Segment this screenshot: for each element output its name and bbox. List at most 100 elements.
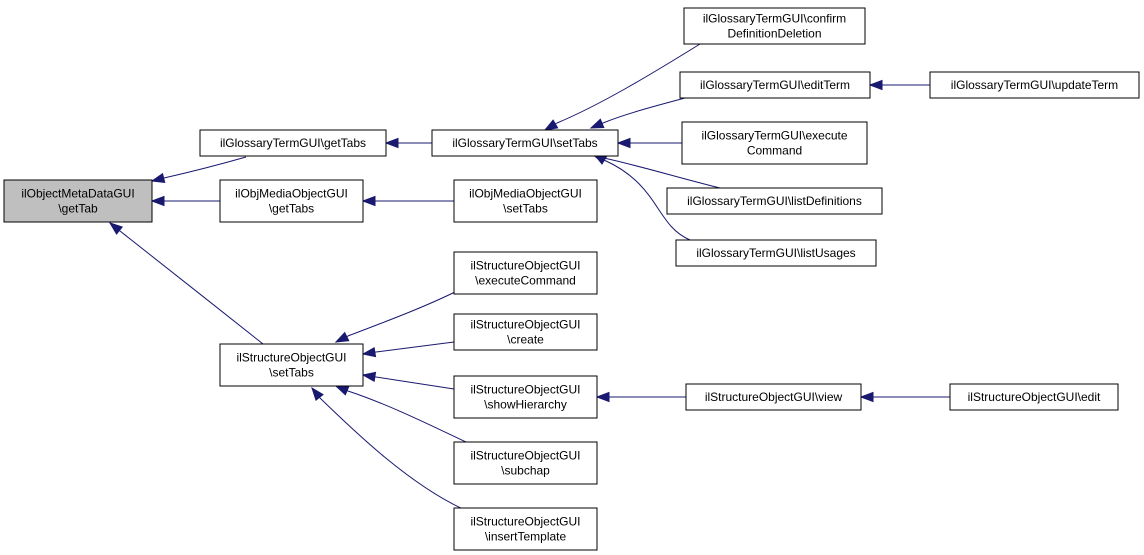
node-box xyxy=(679,71,871,99)
arrowhead-icon xyxy=(543,119,559,131)
edge-s_show-to-s1 xyxy=(361,371,455,390)
arrowhead-icon xyxy=(384,137,399,149)
node-label: ilStructureObjectGUI xyxy=(470,259,580,273)
node-label: ilGlossaryTermGUI\setTabs xyxy=(452,136,597,150)
node-label: \insertTemplate xyxy=(485,530,567,544)
edge-s_ins-to-s1 xyxy=(311,386,466,511)
node-box xyxy=(199,129,387,157)
node-root[interactable]: ilObjectMetaDataGUI\getTab xyxy=(3,179,153,223)
node-label: \subchap xyxy=(501,464,550,478)
edge-g_edit-to-g2 xyxy=(589,97,686,129)
node-g_conf[interactable]: ilGlossaryTermGUI\confirmDefinitionDelet… xyxy=(683,7,866,45)
node-box xyxy=(3,179,153,223)
node-box xyxy=(453,313,598,351)
arrowhead-icon xyxy=(361,371,377,383)
edge-g1-to-root xyxy=(150,156,247,184)
node-box xyxy=(453,251,598,295)
node-label: DefinitionDeletion xyxy=(727,27,821,41)
node-label: ilObjectMetaDataGUI xyxy=(21,187,134,201)
node-label: ilGlossaryTermGUI\editTerm xyxy=(700,78,850,92)
edge-s_edit-to-s_view xyxy=(859,391,950,403)
edge-g2-to-g1 xyxy=(384,137,432,149)
edge-m1-to-root xyxy=(150,195,220,207)
node-label: \showHierarchy xyxy=(484,398,567,412)
node-box xyxy=(675,239,877,267)
node-box xyxy=(453,441,598,485)
nodes-layer: ilObjectMetaDataGUI\getTab ilGlossaryTerm… xyxy=(3,7,1140,551)
node-label: \getTab xyxy=(58,202,98,216)
edge-line xyxy=(603,157,721,189)
node-label: \setTabs xyxy=(269,366,314,380)
edge-line xyxy=(602,97,686,124)
node-s_sub[interactable]: ilStructureObjectGUI\subchap xyxy=(453,441,598,485)
arrowhead-icon xyxy=(108,222,124,235)
edge-g_upd-to-g_edit xyxy=(868,79,930,91)
edge-g_conf-to-g2 xyxy=(543,43,701,131)
node-m2[interactable]: ilObjMediaObjectGUI\setTabs xyxy=(453,179,598,223)
node-label: ilGlossaryTermGUI\getTabs xyxy=(220,136,366,150)
node-s1[interactable]: ilStructureObjectGUI\setTabs xyxy=(219,343,364,387)
edge-line xyxy=(119,230,264,345)
arrowhead-icon xyxy=(859,391,874,403)
arrowhead-icon xyxy=(311,386,324,402)
node-s_crt[interactable]: ilStructureObjectGUI\create xyxy=(453,313,598,351)
arrowhead-icon xyxy=(361,346,377,358)
node-label: ilGlossaryTermGUI\updateTerm xyxy=(951,78,1118,92)
node-label: \getTabs xyxy=(269,202,314,216)
node-label: ilStructureObjectGUI\edit xyxy=(968,390,1101,404)
node-box xyxy=(453,179,598,223)
node-box xyxy=(453,507,598,551)
edge-line xyxy=(319,397,466,511)
arrowhead-icon xyxy=(595,391,610,403)
node-box xyxy=(929,71,1140,99)
node-box xyxy=(685,383,862,411)
node-label: ilGlossaryTermGUI\confirm xyxy=(703,12,846,26)
node-label: \create xyxy=(507,333,544,347)
edge-s_sub-to-s1 xyxy=(334,385,467,443)
node-label: ilStructureObjectGUI xyxy=(236,351,346,365)
node-label: ilGlossaryTermGUI\execute xyxy=(701,129,847,143)
arrowhead-icon xyxy=(334,385,350,396)
node-s_edit[interactable]: ilStructureObjectGUI\edit xyxy=(949,383,1119,411)
node-s_show[interactable]: ilStructureObjectGUI\showHierarchy xyxy=(453,375,598,419)
arrowhead-icon xyxy=(589,118,605,129)
node-label: ilStructureObjectGUI\view xyxy=(705,390,843,404)
edge-line xyxy=(347,286,466,337)
node-g_edit[interactable]: ilGlossaryTermGUI\editTerm xyxy=(679,71,871,99)
node-box xyxy=(453,375,598,419)
node-g_upd[interactable]: ilGlossaryTermGUI\updateTerm xyxy=(929,71,1140,99)
node-label: ilObjMediaObjectGUI xyxy=(235,187,348,201)
edge-m2-to-m1 xyxy=(361,195,454,207)
node-g_exec[interactable]: ilGlossaryTermGUI\executeCommand xyxy=(681,121,868,165)
arrowhead-icon xyxy=(334,331,350,343)
node-label: ilStructureObjectGUI xyxy=(470,515,580,529)
edge-s_view-to-s_show xyxy=(595,391,686,403)
node-s_view[interactable]: ilStructureObjectGUI\view xyxy=(685,383,862,411)
arrowhead-icon xyxy=(150,172,166,184)
node-box xyxy=(219,179,364,223)
node-box xyxy=(949,383,1119,411)
edge-s_crt-to-s1 xyxy=(361,341,455,358)
edge-line xyxy=(375,376,455,390)
edge-line xyxy=(347,390,467,443)
node-g1[interactable]: ilGlossaryTermGUI\getTabs xyxy=(199,129,387,157)
node-s_exec[interactable]: ilStructureObjectGUI\executeCommand xyxy=(453,251,598,295)
node-s_ins[interactable]: ilStructureObjectGUI\insertTemplate xyxy=(453,507,598,551)
node-box xyxy=(219,343,364,387)
node-box xyxy=(681,121,868,165)
node-label: \executeCommand xyxy=(475,274,576,288)
edge-line xyxy=(163,156,247,179)
node-box xyxy=(683,7,866,45)
node-g_use[interactable]: ilGlossaryTermGUI\listUsages xyxy=(675,239,877,267)
arrowhead-icon xyxy=(868,79,883,91)
node-box xyxy=(666,187,883,215)
node-box xyxy=(431,129,619,157)
node-g2[interactable]: ilGlossaryTermGUI\setTabs xyxy=(431,129,619,157)
node-label: \setTabs xyxy=(503,202,548,216)
node-g_list[interactable]: ilGlossaryTermGUI\listDefinitions xyxy=(666,187,883,215)
arrowhead-icon xyxy=(616,137,631,149)
node-m1[interactable]: ilObjMediaObjectGUI\getTabs xyxy=(219,179,364,223)
arrowhead-icon xyxy=(361,195,376,207)
node-label: ilGlossaryTermGUI\listUsages xyxy=(696,246,855,260)
